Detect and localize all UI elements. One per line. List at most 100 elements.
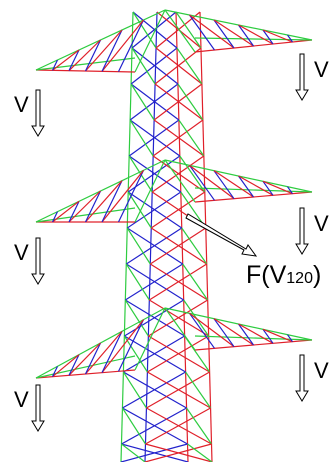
mast-brace <box>153 83 203 121</box>
arm-web <box>68 49 80 71</box>
mast-brace <box>177 83 204 121</box>
mast-brace <box>129 119 154 157</box>
arm-chord <box>194 335 313 341</box>
force-label-prefix: F(V <box>246 261 287 289</box>
mast-brace <box>185 371 212 409</box>
tower-structure <box>35 9 313 462</box>
load-arrow-middle-right: V <box>295 207 329 255</box>
arm-web <box>101 29 123 72</box>
arm-web <box>238 323 274 344</box>
arm-web <box>117 319 145 372</box>
mast-brace <box>146 371 210 409</box>
arm-web <box>287 186 293 195</box>
mast-brace <box>130 47 178 85</box>
mast-brace <box>149 227 207 265</box>
arm-chord <box>35 207 136 223</box>
mast-brace <box>127 155 181 193</box>
arm-peak-brace <box>164 9 196 53</box>
arm-web <box>189 14 215 51</box>
arm-web <box>84 39 102 72</box>
arm-web <box>238 175 254 198</box>
mast-brace <box>121 407 187 445</box>
force-label-suffix: ) <box>313 261 321 289</box>
mast-leg <box>144 11 158 462</box>
arm-web <box>85 180 123 223</box>
mast-brace <box>125 263 184 301</box>
mast-brace <box>182 263 209 301</box>
mast-brace <box>186 407 213 445</box>
mast-brace <box>124 299 149 337</box>
mast-leg <box>120 11 134 462</box>
arm-web <box>52 200 80 223</box>
arm-web <box>238 24 254 47</box>
arm-web <box>85 29 123 72</box>
load-label-top-right: V <box>314 57 329 82</box>
load-label-middle-left: V <box>14 240 29 265</box>
arm-web <box>51 211 59 223</box>
load-label-middle-right: V <box>314 211 329 236</box>
mast-brace <box>154 47 202 85</box>
arm-web <box>262 29 293 43</box>
mast-brace <box>120 443 188 462</box>
force-arrow <box>185 213 258 257</box>
arm-web <box>262 29 274 45</box>
arm-web <box>262 328 293 343</box>
mast-brace <box>150 191 206 229</box>
arm-web <box>51 366 59 377</box>
arm-web <box>238 323 254 346</box>
load-label-bottom-left: V <box>14 387 29 412</box>
arm-chord <box>35 355 136 379</box>
arm-web <box>213 318 254 346</box>
arm-web <box>52 49 80 71</box>
load-arrow-bottom-right: V <box>295 354 329 402</box>
arm-web <box>189 164 215 201</box>
arm-chord <box>194 37 313 41</box>
mast-leg <box>175 11 189 462</box>
mast-leg <box>199 11 213 462</box>
arm-peak-brace <box>134 159 166 223</box>
mast-brace <box>132 11 157 49</box>
arm-web <box>101 319 144 374</box>
arm-web <box>238 175 274 196</box>
arm-peak-brace <box>164 159 196 203</box>
arm-peak-brace <box>164 307 196 351</box>
arm-web <box>52 354 80 378</box>
mast-brace <box>151 155 205 193</box>
load-arrow-bottom-left: V <box>14 384 45 432</box>
mast-brace <box>131 11 177 49</box>
mast-brace <box>152 119 204 157</box>
arm-web <box>68 190 101 223</box>
arm-web <box>213 19 254 47</box>
mast-brace <box>121 443 146 462</box>
mast-brace <box>148 299 208 337</box>
arm-web <box>85 330 123 375</box>
force-label: F(V120) <box>246 261 321 289</box>
arm-web <box>262 180 293 195</box>
mast-brace <box>123 335 185 373</box>
arm-web <box>84 342 102 375</box>
arm-web <box>68 201 80 223</box>
mast-brace <box>126 227 151 265</box>
mast-brace <box>125 263 150 301</box>
mast-brace <box>121 407 146 445</box>
mast-brace <box>123 335 148 373</box>
mast-brace <box>122 371 147 409</box>
arm-web <box>117 19 145 72</box>
load-arrow-top-left: V <box>14 89 45 137</box>
arm-chord <box>35 57 136 71</box>
load-arrow-middle-left: V <box>14 237 45 285</box>
arm-peak-brace <box>134 9 166 73</box>
arm-web <box>101 19 144 72</box>
arm-web <box>213 170 254 198</box>
mast-brace <box>144 443 212 462</box>
arm-web <box>101 169 144 223</box>
arm-peak-brace <box>134 307 166 371</box>
force-label-subscript: 120 <box>286 270 313 287</box>
arm-web <box>117 170 145 223</box>
arm-web <box>189 164 235 200</box>
arm-web <box>262 328 274 344</box>
arm-web <box>213 318 235 348</box>
arm-web <box>213 19 235 49</box>
arm-web <box>262 180 274 196</box>
mast-brace <box>122 371 186 409</box>
